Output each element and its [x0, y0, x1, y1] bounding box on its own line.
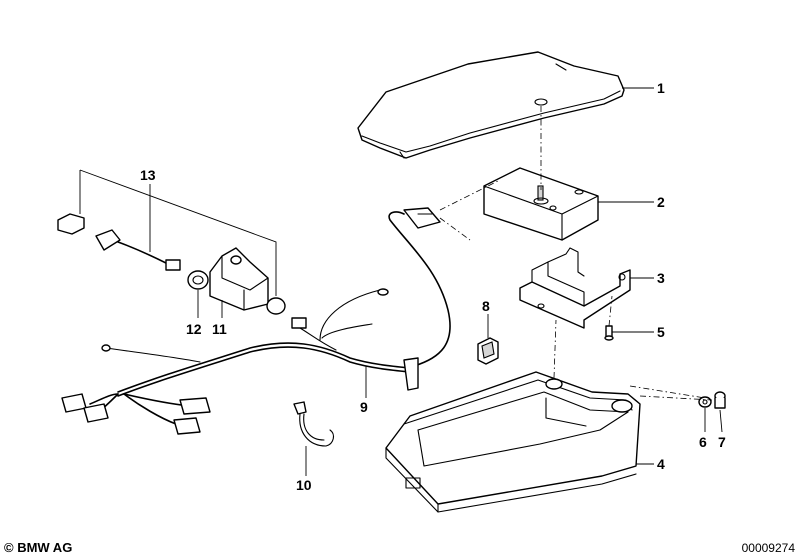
part-3-bracket[interactable]	[519, 247, 631, 329]
part-9-wiring-harness[interactable]	[61, 207, 451, 435]
callout-9: 9	[360, 399, 368, 415]
leader-lines	[79, 87, 723, 476]
part-6-washer[interactable]	[698, 396, 712, 408]
drawing-number-label: 00009274	[741, 541, 795, 555]
part-1-cover[interactable]	[357, 51, 625, 159]
part-8-clip[interactable]	[477, 337, 499, 365]
part-2-control-unit[interactable]	[483, 167, 599, 241]
callout-7: 7	[718, 434, 726, 450]
callout-8: 8	[482, 298, 490, 314]
part-11-holder[interactable]	[209, 247, 269, 311]
callout-10: 10	[296, 477, 312, 493]
callout-2: 2	[657, 194, 665, 210]
callout-13: 13	[140, 167, 156, 183]
callout-3: 3	[657, 270, 665, 286]
part-5-screw[interactable]	[604, 325, 614, 341]
part-10-cable-tie[interactable]	[293, 401, 335, 447]
callout-labels: 1 2 3 4 5 6 7 8 9 10 11 12 13	[140, 80, 726, 493]
part-4-housing-tray[interactable]	[385, 371, 641, 513]
callout-5: 5	[657, 324, 665, 340]
part-7-bolt[interactable]	[714, 391, 726, 409]
part-13-sensor-set[interactable]	[57, 213, 286, 315]
copyright-label: © BMW AG	[4, 540, 73, 555]
callout-6: 6	[699, 434, 707, 450]
callout-1: 1	[657, 80, 665, 96]
callout-4: 4	[657, 456, 665, 472]
assembly-lines	[439, 106, 713, 401]
callout-11: 11	[212, 321, 227, 337]
part-12-grommet[interactable]	[187, 270, 209, 290]
callout-12: 12	[186, 321, 202, 337]
